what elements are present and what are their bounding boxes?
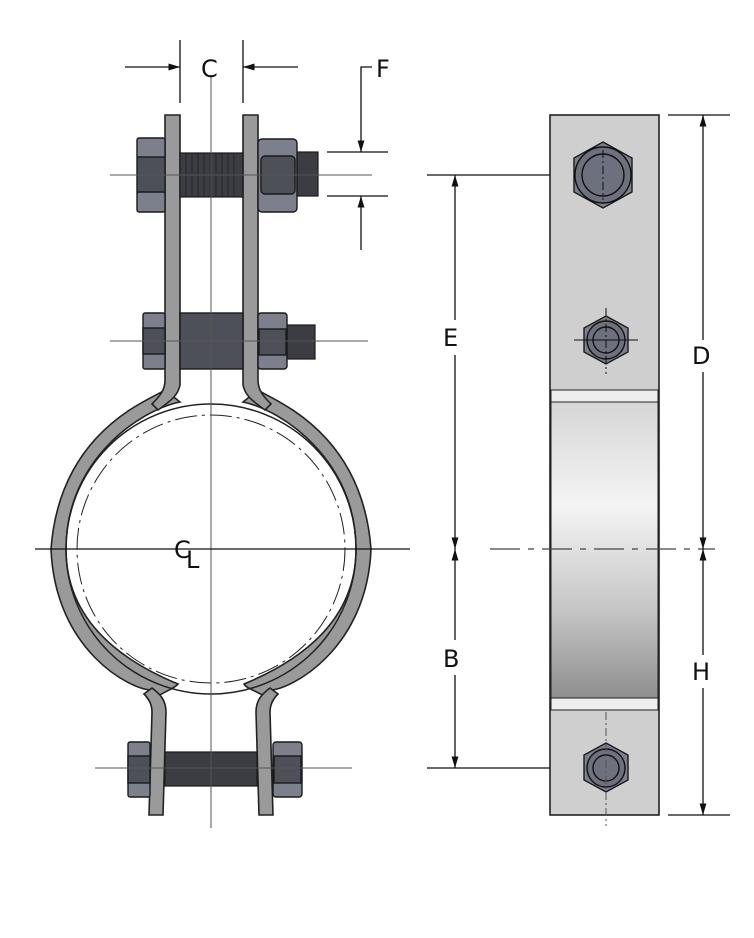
top-left-strap xyxy=(150,114,181,412)
dimension-label-c: C xyxy=(201,55,218,83)
side-bottom-bolt xyxy=(583,712,629,826)
dimension-c: C xyxy=(125,40,298,103)
dimension-label-b: B xyxy=(443,645,459,673)
dimension-label-e: E xyxy=(443,324,458,352)
side-top-bolt xyxy=(573,141,633,209)
dimension-d-h: D H xyxy=(668,114,730,816)
dimension-label-h: H xyxy=(692,658,710,686)
svg-text:C: C xyxy=(174,536,191,564)
bottom-right-strap xyxy=(255,686,280,816)
side-view xyxy=(490,114,715,826)
bottom-left-strap xyxy=(142,686,167,816)
dimension-label-f: F xyxy=(376,55,390,83)
svg-text:L: L xyxy=(186,546,200,574)
top-right-strap xyxy=(242,114,273,412)
centerline-symbol: C L xyxy=(174,536,200,574)
front-view: C L xyxy=(35,75,410,828)
side-middle-bolt xyxy=(574,308,638,374)
dimension-f: F xyxy=(327,55,390,250)
clamp-band xyxy=(550,401,659,699)
dimension-label-d: D xyxy=(692,342,710,370)
